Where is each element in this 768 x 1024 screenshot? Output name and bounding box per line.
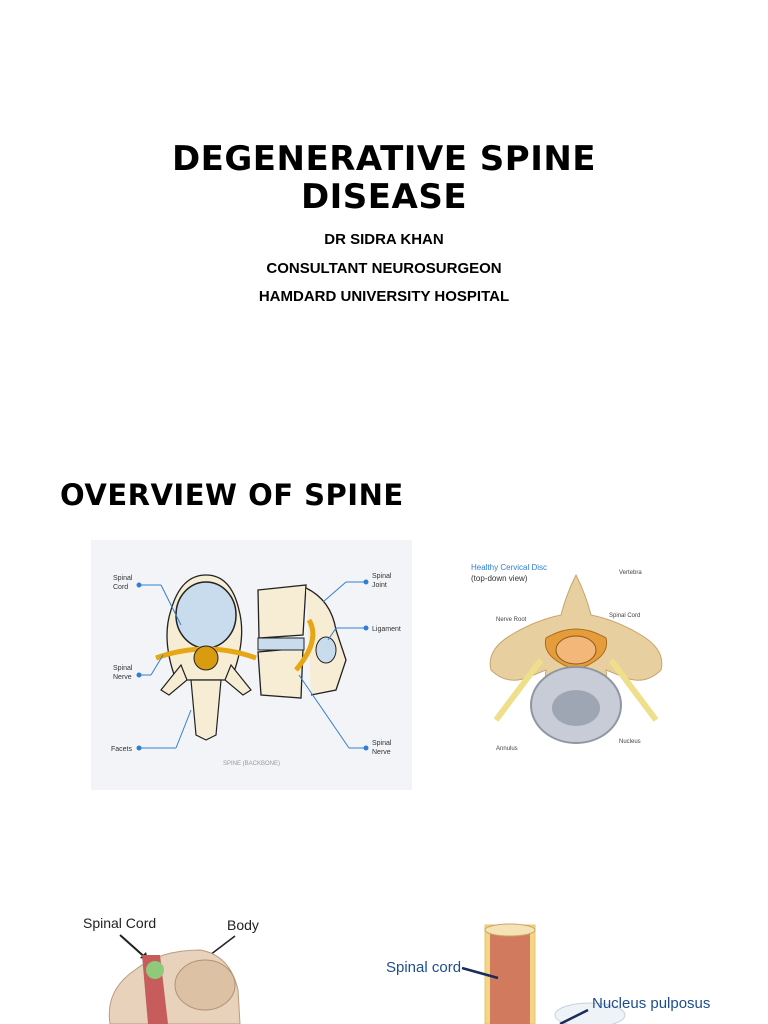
author-institution: HAMDARD UNIVERSITY HOSPITAL: [258, 288, 510, 305]
cervical-disc-figure: Healthy Cervical Disc (top-down view) Ve…: [466, 560, 696, 760]
overview-title: OVERVIEW OF SPINE: [60, 478, 404, 512]
label-spinal-cord: Spinal cord: [386, 959, 461, 976]
label-body: Body: [227, 917, 259, 933]
label-vertebra: Vertebra: [619, 570, 642, 576]
vertebra-body-illustration: [108, 949, 241, 1024]
label-spinal-joint: Spinal Joint: [372, 573, 393, 589]
title-line-2: DISEASE: [300, 177, 468, 217]
figure-title: Healthy Cervical Disc: [471, 563, 547, 572]
label-spinal-nerve-right: Spinal Nerve: [372, 740, 393, 756]
slide-title: DEGENERATIVE SPINE DISEASE: [0, 140, 768, 216]
label-spinal-cord: Spinal Cord: [609, 613, 640, 619]
vertebra-side-view: [257, 584, 347, 699]
label-facets: Facets: [111, 746, 133, 753]
label-spinal-cord: Spinal Cord: [113, 575, 134, 591]
spine-backbone-figure: Spinal Cord Spinal Nerve Facets Spinal J…: [91, 540, 412, 790]
figure-subtitle: (top-down view): [471, 574, 528, 583]
author-role: CONSULTANT NEUROSURGEON: [266, 260, 502, 277]
cervical-vertebra: [489, 573, 663, 744]
label-spinal-cord: Spinal Cord: [83, 915, 156, 931]
vertebra-top-view: [155, 574, 257, 741]
figure-caption: SPINE (BACKBONE): [223, 761, 280, 767]
label-pointers: [136, 579, 369, 751]
author-name: DR SIDRA KHAN: [324, 231, 444, 248]
label-ligament: Ligament: [372, 626, 401, 633]
disc-cross-section-figure: Spinal cord Nucleus pulposus: [320, 900, 720, 1024]
label-spinal-nerve-left: Spinal Nerve: [113, 665, 134, 681]
label-nucleus: Nucleus: [619, 739, 641, 745]
title-line-1: DEGENERATIVE SPINE: [171, 139, 597, 179]
label-annulus: Annulus: [496, 746, 518, 752]
label-nucleus-pulposus: Nucleus pulposus: [592, 995, 710, 1012]
vertebra-body-figure: Spinal Cord Body: [80, 910, 280, 1024]
label-nerve-root: Nerve Root: [496, 617, 527, 623]
